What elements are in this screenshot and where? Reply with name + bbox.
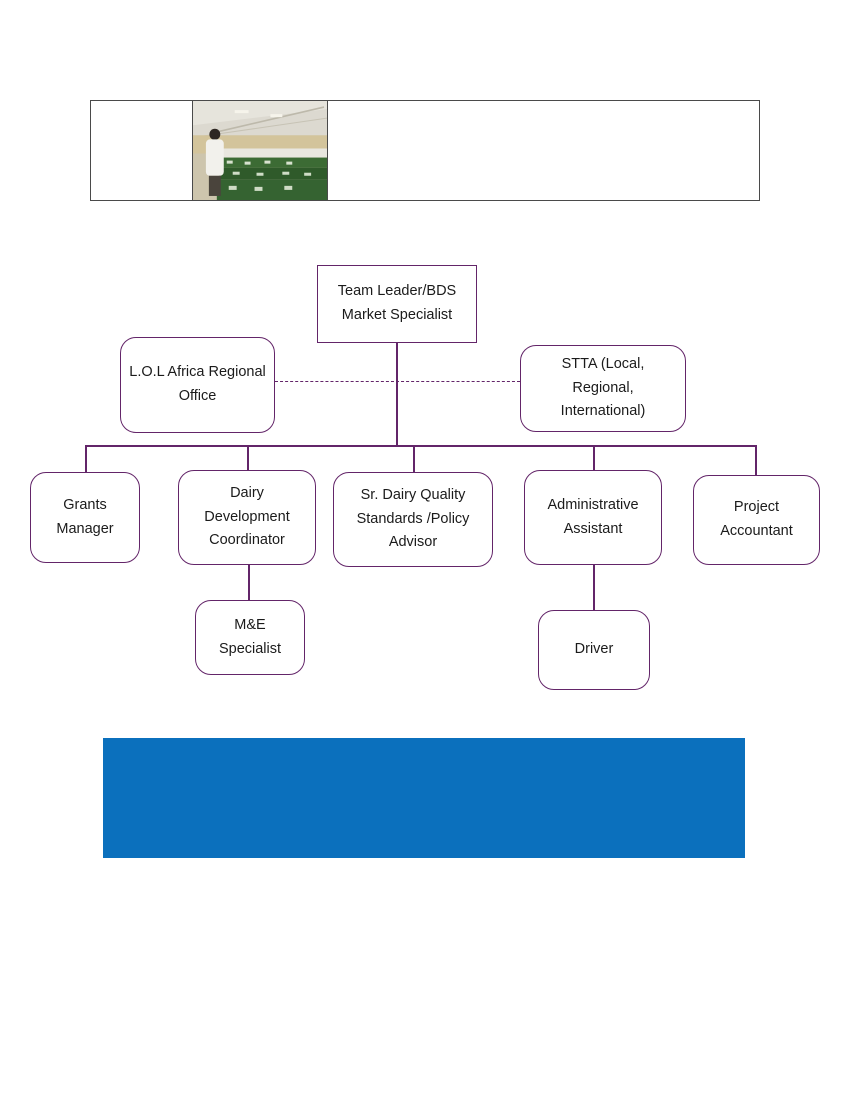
connector-team-leader-vertical (396, 343, 398, 445)
org-box-label: Team Leader/BDS Market Specialist (337, 283, 457, 323)
connector-drop-admin (593, 445, 595, 470)
connector-drop-project (755, 445, 757, 475)
org-box-grants-manager: Grants Manager (30, 472, 140, 563)
org-box-label: Grants Manager (56, 496, 114, 537)
org-box-label: Driver (574, 641, 614, 658)
org-box-label: Dairy Development Coordinator (204, 484, 290, 549)
warehouse-photo (193, 101, 328, 200)
org-box-administrative-assistant: Administrative Assistant (524, 470, 662, 565)
org-box-dairy-development-coordinator: Dairy Development Coordinator (178, 470, 316, 565)
org-box-project-accountant: Project Accountant (693, 475, 820, 565)
connector-drop-sr-dairy (413, 445, 415, 472)
org-box-team-leader: Team Leader/BDS Market Specialist (317, 265, 477, 343)
org-box-stta: STTA (Local, Regional, International) (520, 345, 686, 432)
org-box-label: M&E Specialist (218, 616, 282, 657)
photo-table (90, 100, 760, 201)
blue-banner (103, 738, 745, 858)
table-cell-empty-left (91, 101, 193, 200)
org-box-label: Administrative Assistant (547, 496, 639, 537)
org-box-sr-dairy-quality-advisor: Sr. Dairy Quality Standards /Policy Advi… (333, 472, 493, 567)
connector-dashed-lol-stta (275, 381, 520, 382)
org-box-driver: Driver (538, 610, 650, 690)
connector-admin-to-driver (593, 565, 595, 610)
org-box-me-specialist: M&E Specialist (195, 600, 305, 675)
table-cell-empty-right (328, 101, 759, 200)
org-box-label: Sr. Dairy Quality Standards /Policy Advi… (356, 486, 470, 551)
connector-horizontal-bus (85, 445, 756, 447)
org-box-label: Project Accountant (720, 499, 793, 539)
connector-drop-grants (85, 445, 87, 472)
org-box-label: L.O.L Africa Regional Office (129, 364, 266, 404)
org-box-lol-africa-regional-office: L.O.L Africa Regional Office (120, 337, 275, 433)
connector-dairy-to-me (248, 565, 250, 600)
connector-drop-dairy (247, 445, 249, 470)
org-box-label: STTA (Local, Regional, International) (560, 355, 646, 420)
